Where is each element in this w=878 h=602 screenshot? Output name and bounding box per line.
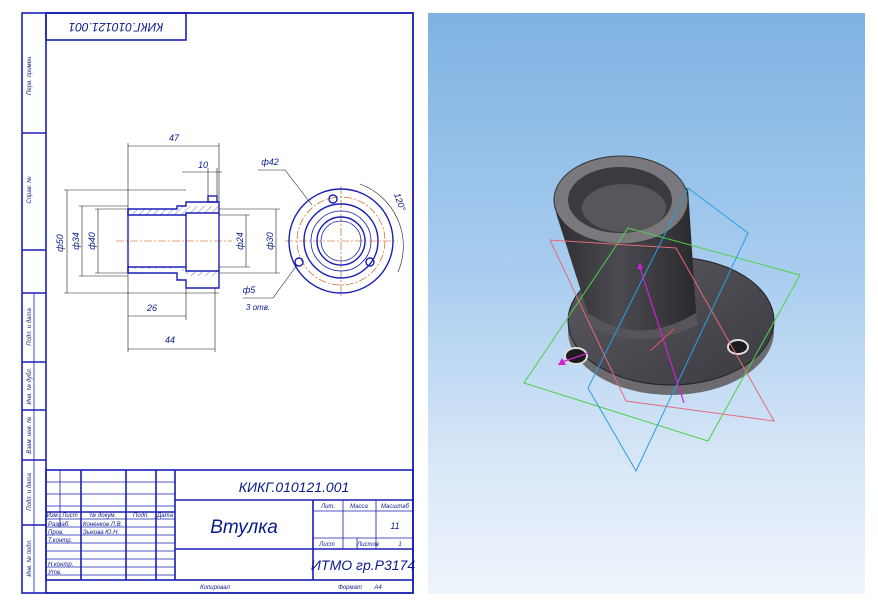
bolt-hole	[328, 194, 338, 204]
dim-dia-50: ф50	[55, 234, 65, 252]
section-view	[116, 195, 232, 289]
dim-dia-42: ф42	[261, 157, 279, 167]
sheet-count: 1	[398, 542, 401, 548]
plane-green	[523, 227, 801, 442]
inner-frame	[45, 12, 414, 594]
dim-hole-count: 3 отв.	[246, 303, 270, 312]
axis-z	[639, 267, 685, 404]
dim-dia-40: ф40	[87, 232, 97, 250]
side-label: Перв. примен.	[27, 55, 33, 95]
stamp-header: Лист	[61, 513, 77, 519]
bolt-hole-3d	[564, 347, 588, 365]
section-dimensions: 47 10 ф50 ф34 ф40 ф24 ф30 26	[55, 133, 280, 352]
stamp-header: Подп.	[133, 513, 149, 519]
stamp-lit: Лит.	[320, 504, 335, 510]
stamp-sheet: Лист	[318, 542, 334, 548]
plane-red	[549, 239, 775, 422]
side-column: Перв. примен. Справ. № Подп. и дата Инв.…	[22, 55, 46, 593]
bolt-hole	[294, 257, 304, 267]
origin-marker	[637, 262, 643, 269]
side-label: Подп. и дата	[27, 308, 33, 346]
stamp-mass: Масса	[350, 504, 368, 510]
side-label: Инв. № подл.	[26, 539, 33, 576]
dim-47: 47	[169, 133, 180, 143]
stamp-role: Разраб.	[48, 522, 70, 528]
group-name: ИТМО гр.Р3174	[311, 557, 415, 573]
stamp-scale: Масштаб	[381, 504, 410, 510]
dim-angle-120: 120°	[392, 192, 408, 213]
stamp-role: Н.контр.	[48, 562, 73, 568]
dim-dia-30: ф30	[265, 232, 275, 250]
model-viewport[interactable]	[428, 13, 865, 594]
stamp-role: Утв.	[47, 570, 62, 576]
dim-dia-34: ф34	[71, 232, 81, 250]
plane-blue	[587, 187, 749, 473]
stamp-name: Зыкова Ю.Н.	[83, 530, 119, 536]
axis-y	[649, 328, 675, 352]
dim-hole-dia: ф5	[243, 285, 257, 295]
format-value: A4	[373, 585, 382, 591]
copied-label: Копировал	[200, 585, 230, 591]
drawing-sheet: КИКГ.010121.001 Перв. примен. Справ. № П…	[21, 12, 415, 594]
title-block: Изм. Лист № докум. Подп. Дата Разраб. Пр…	[45, 469, 415, 591]
stamp-header: Дата	[156, 513, 173, 519]
side-label: Подп. и дата	[27, 473, 33, 511]
stamp-role: Т.контр.	[48, 538, 72, 544]
axis-x	[561, 352, 589, 363]
part-name: Втулка	[210, 517, 278, 538]
stamp-header: Изм.	[47, 513, 60, 519]
bolt-hole	[365, 257, 375, 267]
stamp-role: Пров.	[48, 530, 64, 536]
dim-26: 26	[146, 303, 157, 313]
stamp-sheets: Листов	[356, 542, 379, 548]
bushing-3d-model	[523, 155, 801, 473]
drawing-designation: КИКГ.010121.001	[239, 479, 350, 495]
stamp-name: Коненков Л.В.	[83, 522, 122, 528]
format-label: Формат	[338, 585, 362, 591]
side-label: Инв. № дубл.	[26, 368, 33, 405]
dim-dia-24: ф24	[235, 232, 245, 250]
side-label: Взам. инв. №	[26, 416, 33, 454]
side-label: Справ. №	[26, 176, 33, 204]
top-code-text: КИКГ.010121.001	[69, 20, 164, 34]
dim-44: 44	[165, 335, 175, 345]
bolt-hole-3d	[727, 339, 749, 355]
mass-value: 11	[390, 521, 399, 531]
top-code-box	[45, 12, 187, 41]
dim-10: 10	[198, 160, 208, 170]
stamp-header: № докум.	[90, 512, 116, 519]
